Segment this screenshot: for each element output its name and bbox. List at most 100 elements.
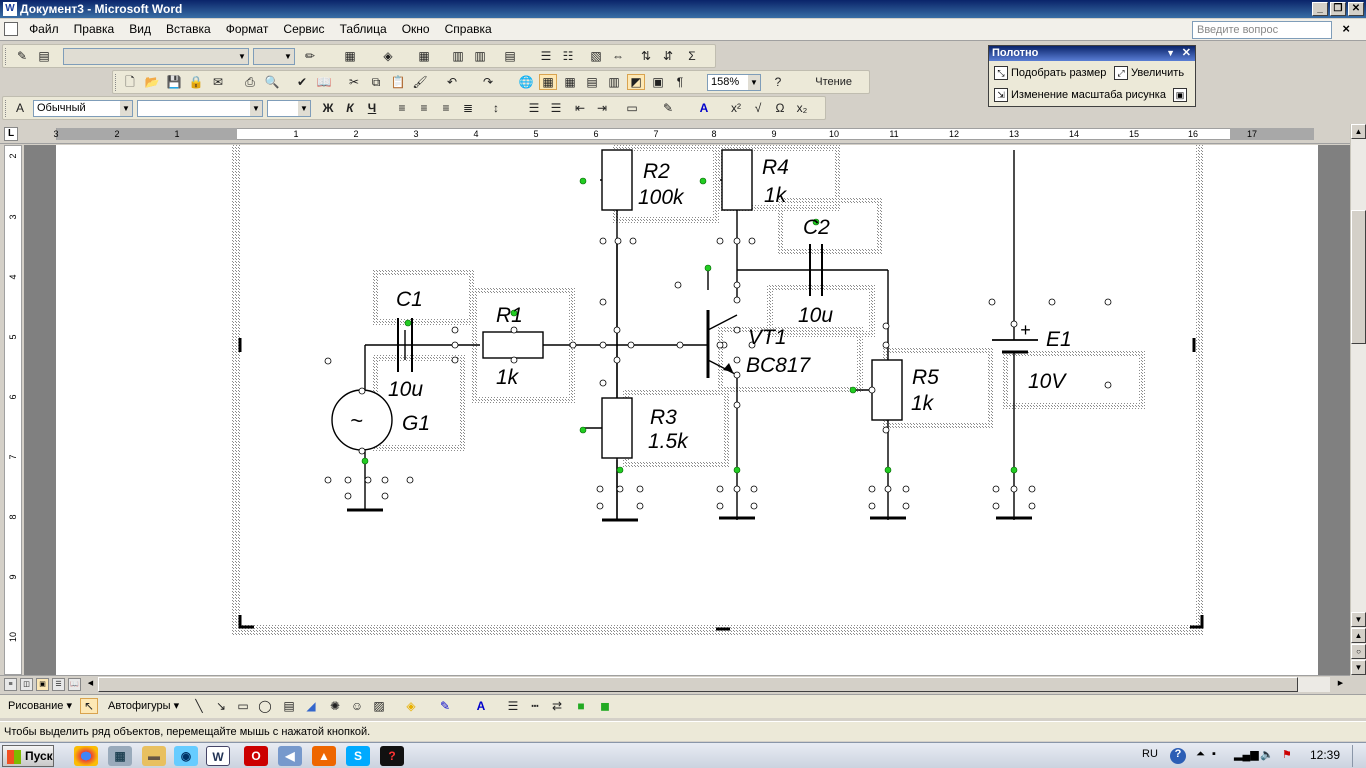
- align-right-icon[interactable]: ≡: [442, 101, 450, 115]
- insert-excel-icon[interactable]: ▤: [586, 75, 598, 89]
- clipart-icon[interactable]: ☺: [350, 699, 364, 713]
- arrow-icon[interactable]: ↘: [215, 699, 227, 713]
- hyperlink-icon[interactable]: 🌐: [518, 75, 534, 89]
- prev-page-button[interactable]: ▲: [1351, 628, 1366, 643]
- undo-icon[interactable]: ↶: [446, 75, 458, 89]
- network-icon[interactable]: ▂▄▆: [1234, 749, 1259, 761]
- rectangle-icon[interactable]: ▭: [237, 699, 249, 713]
- line-icon[interactable]: ╲: [195, 699, 203, 713]
- scroll-right-button[interactable]: ▶: [1337, 680, 1344, 687]
- text-wrap-button[interactable]: ▣: [1173, 86, 1191, 104]
- menu-help[interactable]: Справка: [444, 22, 492, 36]
- app-icon[interactable]: ?: [380, 746, 404, 766]
- subscript-icon[interactable]: x₂: [796, 101, 808, 115]
- cut-icon[interactable]: ✂: [348, 75, 360, 89]
- flag-tray-icon[interactable]: ⚑: [1282, 749, 1292, 761]
- wordart-icon[interactable]: ◢: [306, 699, 316, 713]
- align-left-icon[interactable]: ≡: [398, 101, 406, 115]
- fill-icon[interactable]: ◈: [383, 49, 393, 63]
- distribute-cols-icon[interactable]: ☷: [562, 49, 574, 63]
- styles-icon[interactable]: A: [15, 101, 24, 115]
- superscript-icon[interactable]: x²: [731, 101, 741, 115]
- increase-indent-icon[interactable]: ⇥: [596, 101, 608, 115]
- maximize-button[interactable]: ❐: [1330, 2, 1346, 16]
- fill-color-icon[interactable]: ◈: [406, 699, 416, 713]
- formula-icon[interactable]: √: [754, 101, 762, 115]
- print-preview-icon[interactable]: 🔍: [264, 75, 280, 89]
- insert-table-icon-2[interactable]: ▦: [564, 75, 576, 89]
- help-icon[interactable]: ?: [774, 75, 782, 89]
- scroll-up-button[interactable]: ▲: [1351, 124, 1366, 139]
- tab-selector[interactable]: L: [4, 127, 18, 141]
- font-color-draw-icon[interactable]: A: [476, 699, 486, 713]
- open-icon[interactable]: 📂: [144, 75, 160, 89]
- menu-view[interactable]: Вид: [129, 22, 151, 36]
- bold-button[interactable]: Ж: [322, 101, 334, 115]
- ask-question-input[interactable]: Введите вопрос: [1192, 21, 1332, 39]
- label-hatch-box[interactable]: [777, 197, 883, 255]
- merge-icon[interactable]: ▥: [452, 49, 464, 63]
- sum-icon[interactable]: Σ: [688, 49, 696, 63]
- drawing-menu[interactable]: Рисование ▾: [8, 700, 72, 712]
- align-icon[interactable]: ▤: [504, 49, 516, 63]
- copy-icon[interactable]: ⧉: [371, 75, 381, 89]
- sort-asc-icon[interactable]: ⇅: [640, 49, 652, 63]
- format-painter-icon[interactable]: 🖌: [412, 75, 428, 89]
- permission-icon[interactable]: 🔒: [188, 75, 204, 89]
- document-icon[interactable]: [4, 22, 18, 36]
- line-color-icon[interactable]: ✎: [439, 699, 451, 713]
- underline-button[interactable]: Ч: [367, 101, 377, 115]
- textbox-icon[interactable]: ▤: [283, 699, 295, 713]
- reading-view-button[interactable]: 📖: [68, 678, 81, 691]
- horizontal-scrollbar[interactable]: ≡ ◫ ▣ ☰ 📖 ◀ ▶: [0, 675, 1350, 692]
- menu-format[interactable]: Формат: [225, 22, 269, 36]
- language-indicator[interactable]: RU: [1142, 748, 1158, 760]
- label-hatch-box[interactable]: [717, 327, 863, 393]
- read-button[interactable]: Чтение: [815, 76, 852, 88]
- word-app-icon[interactable]: W: [3, 2, 17, 16]
- borders-icon[interactable]: ▦: [344, 49, 356, 63]
- save-icon[interactable]: 💾: [166, 75, 182, 89]
- picture-icon[interactable]: ▨: [373, 699, 385, 713]
- numbering-icon[interactable]: ☰: [528, 101, 540, 115]
- distribute-rows-icon[interactable]: ☰: [540, 49, 552, 63]
- font-color-icon[interactable]: A: [699, 101, 709, 115]
- shadow-icon[interactable]: ■: [577, 699, 585, 713]
- tray-expand-icon[interactable]: ⏶: [1196, 748, 1205, 760]
- redo-icon[interactable]: ↷: [482, 75, 494, 89]
- line-spacing-icon[interactable]: ↕: [493, 101, 499, 115]
- show-desktop-button[interactable]: [1352, 745, 1362, 767]
- expand-canvas-button[interactable]: ⤢Увеличить: [1111, 64, 1184, 82]
- horizontal-scroll-thumb[interactable]: [98, 677, 1298, 692]
- insert-table-icon[interactable]: ▦: [418, 49, 430, 63]
- show-hide-icon[interactable]: ¶: [676, 75, 684, 89]
- browse-object-button[interactable]: ○: [1351, 644, 1366, 659]
- symbol-icon[interactable]: Ω: [775, 101, 785, 115]
- scale-drawing-button[interactable]: ⇲Изменение масштаба рисунка: [991, 86, 1166, 104]
- menu-file[interactable]: Файл: [29, 22, 59, 36]
- paste-icon[interactable]: 📋: [390, 75, 406, 89]
- circuit-components[interactable]: [331, 149, 1038, 459]
- fit-canvas-button[interactable]: ⤡Подобрать размер: [991, 64, 1106, 82]
- menu-insert[interactable]: Вставка: [166, 22, 211, 36]
- web-view-button[interactable]: ◫: [20, 678, 33, 691]
- label-hatch-box[interactable]: [373, 269, 475, 325]
- close-button[interactable]: ✕: [1348, 2, 1364, 16]
- bullets-icon[interactable]: ☰: [550, 101, 562, 115]
- calculator-icon[interactable]: ▦: [108, 746, 132, 766]
- scroll-left-button[interactable]: ◀: [87, 680, 94, 687]
- email-icon[interactable]: ✉: [212, 75, 224, 89]
- skype-icon[interactable]: S: [346, 746, 370, 766]
- select-objects-icon[interactable]: ↖: [80, 698, 98, 714]
- split-icon[interactable]: ▥: [474, 49, 486, 63]
- sort-desc-icon[interactable]: ⇵: [662, 49, 674, 63]
- form-icon[interactable]: ▤: [38, 49, 50, 63]
- highlight-icon[interactable]: ✎: [662, 101, 674, 115]
- scroll-down-button[interactable]: ▼: [1351, 612, 1366, 627]
- autoshapes-menu[interactable]: Автофигуры ▾: [108, 700, 180, 712]
- canvas-toolbar-menu-icon[interactable]: ▼: [1166, 48, 1175, 58]
- align-center-icon[interactable]: ≡: [420, 101, 428, 115]
- start-button[interactable]: Пуск: [2, 745, 54, 767]
